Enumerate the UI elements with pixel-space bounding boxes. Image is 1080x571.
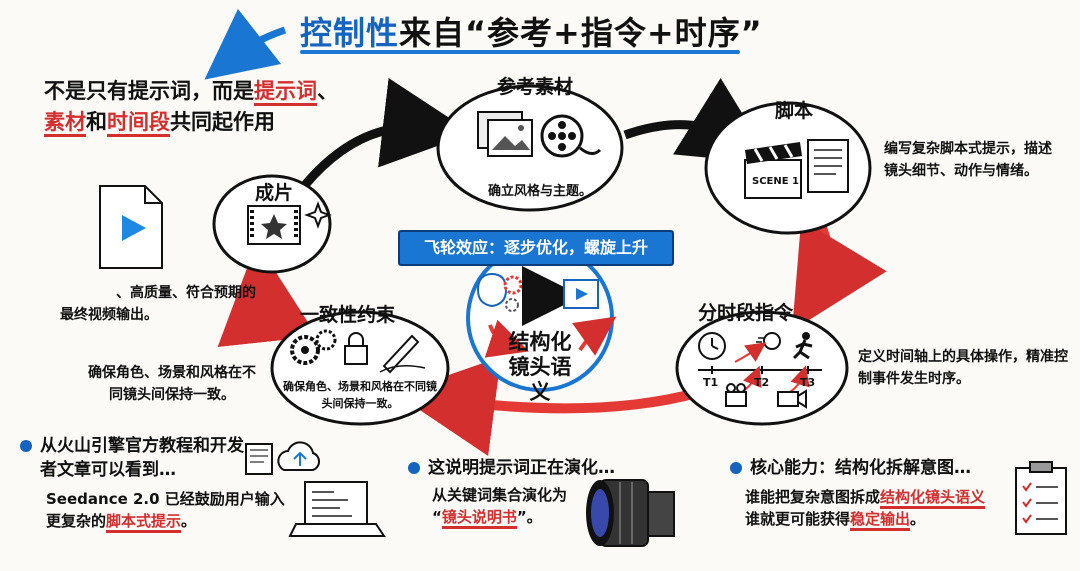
center-red-arrow-right <box>572 316 617 356</box>
bottom-left-body-end: 。 <box>181 512 197 530</box>
reference-title: 参考素材 <box>497 76 574 98</box>
intro-text-2: 、 <box>317 79 338 103</box>
bottom-right-text-1: 谁能把复杂意图拆成 <box>745 488 881 506</box>
center-label-line2: 镜头语义 <box>508 355 572 404</box>
bottom-middle-body-line1: 从关键词集合演化为 <box>432 486 568 504</box>
bottom-middle-quote-open: “ <box>432 508 442 526</box>
book-icon <box>245 443 273 475</box>
camera-icon-1 <box>725 383 747 407</box>
timeline-t3: T3 <box>800 376 816 389</box>
intro-highlight-prompt: 提示词 <box>254 79 317 106</box>
timeline-t1: T1 <box>703 376 719 389</box>
bottom-right-highlight-1: 结构化镜头语义 <box>880 488 986 509</box>
arrow-script-to-timing <box>792 219 887 331</box>
image-frames-icon <box>477 111 533 157</box>
timeline-red-arrow-2 <box>789 365 810 393</box>
pen-writing-icon <box>379 334 426 374</box>
gears-icon <box>290 329 337 365</box>
bottom-right-text-2: 谁就更可能获得 <box>745 510 851 528</box>
camera-lens-icon <box>586 479 675 547</box>
intro-text-3: 和 <box>86 110 107 134</box>
timeline-red-arrow-1 <box>734 342 767 363</box>
script-desc: 编写复杂脚本式提示，描述镜头细节、动作与情绪。 <box>884 141 1052 179</box>
video-play-icon <box>563 279 599 309</box>
bullet-dot <box>730 462 742 474</box>
center-label: 结构化 镜头语义 <box>500 330 580 405</box>
arrow-consistency-to-output <box>217 242 318 348</box>
bottom-left-title-text: 从火山引擎官方教程和开发者文章可以看到… <box>40 436 244 480</box>
center-label-line1: 结构化 <box>508 330 572 354</box>
scene-card-label: SCENE 1 <box>752 176 800 187</box>
video-file-icon <box>99 185 163 269</box>
intro-text-1: 不是只有提示词，而是 <box>44 79 254 103</box>
consistency-inner-desc: 确保角色、场景和风格在不同镜头间保持一致。 <box>283 380 437 410</box>
stopwatch-icon <box>756 332 781 350</box>
cloud-upload-icon <box>277 441 320 471</box>
lock-icon <box>344 332 368 365</box>
page-title: 控制性来自“参考+指令+时序” <box>300 8 763 54</box>
brain-gears-icon <box>476 272 523 312</box>
consistency-bubble <box>270 310 450 426</box>
camera-icon-2 <box>777 389 807 409</box>
intro-note: 不是只有提示词，而是提示词、 素材和时间段共同起作用 <box>44 76 364 138</box>
clipboard-checklist-icon <box>1015 461 1067 535</box>
clock-icon <box>698 332 726 360</box>
laptop-icon <box>288 481 386 537</box>
intro-highlight-timespan: 时间段 <box>107 110 170 137</box>
arrow-timing-to-consistency <box>395 356 702 456</box>
flywheel-banner: 飞轮效应：逐步优化，螺旋上升 <box>398 230 674 266</box>
title-part2: 来自“参考+指令+时序” <box>399 14 763 52</box>
intro-text-4: 共同起作用 <box>170 110 275 134</box>
output-desc: 、高质量、符合预期的最终视频输出。 <box>60 285 256 323</box>
script-title: 脚本 <box>775 100 814 122</box>
timing-title: 分时段指令 <box>698 302 794 324</box>
bottom-right-body: 谁能把复杂意图拆成结构化镜头语义 谁就更可能获得稳定输出。 <box>745 486 1015 531</box>
output-title: 成片 <box>255 182 294 204</box>
arrow-output-to-reference <box>301 78 473 188</box>
timeline-t2: T2 <box>754 376 770 389</box>
title-part1: 控制性 <box>300 14 400 52</box>
sparkle-icon <box>304 201 332 229</box>
bottom-right-title-text: 核心能力：结构化拆解意图… <box>750 458 971 478</box>
reference-desc: 确立风格与主题。 <box>488 184 593 199</box>
running-person-icon <box>792 332 813 360</box>
bottom-left-body-text: Seedance 2.0 已经鼓励用户输入更复杂的 <box>46 490 285 530</box>
center-red-arrow <box>484 319 529 358</box>
bottom-middle-title: 这说明提示词正在演化… <box>408 456 615 480</box>
bottom-left-section: 从火山引擎官方教程和开发者文章可以看到… <box>20 434 248 482</box>
clapperboard-icon <box>744 142 802 199</box>
bullet-dot <box>408 462 420 474</box>
timing-desc: 定义时间轴上的具体操作，精准控制事件发生时序。 <box>858 349 1068 387</box>
bottom-left-title: 从火山引擎官方教程和开发者文章可以看到… <box>20 434 248 482</box>
script-page-icon <box>807 139 849 193</box>
bottom-right-text-3: 。 <box>910 510 926 528</box>
title-underline <box>300 50 740 54</box>
intro-highlight-material: 素材 <box>44 110 86 137</box>
film-reel-icon <box>540 114 602 158</box>
consistency-title: 一致性约束 <box>300 304 396 326</box>
bottom-right-title: 核心能力：结构化拆解意图… <box>730 456 971 480</box>
bottom-middle-title-text: 这说明提示词正在演化… <box>428 458 615 478</box>
bullet-dot <box>20 440 32 452</box>
title-pointer-arrow <box>204 8 287 80</box>
bottom-middle-body: 从关键词集合演化为 “镜头说明书”。 <box>432 484 592 529</box>
bottom-middle-quote-close: ”。 <box>516 508 542 526</box>
bottom-middle-highlight: 镜头说明书 <box>441 508 517 529</box>
bottom-left-body: Seedance 2.0 已经鼓励用户输入更复杂的脚本式提示。 <box>46 488 298 533</box>
film-star-icon <box>247 205 301 245</box>
bottom-left-highlight: 脚本式提示 <box>106 512 182 533</box>
bottom-right-highlight-2: 稳定输出 <box>850 510 911 531</box>
consistency-outer-desc: 确保角色、场景和风格在不同镜头间保持一致。 <box>88 365 256 403</box>
